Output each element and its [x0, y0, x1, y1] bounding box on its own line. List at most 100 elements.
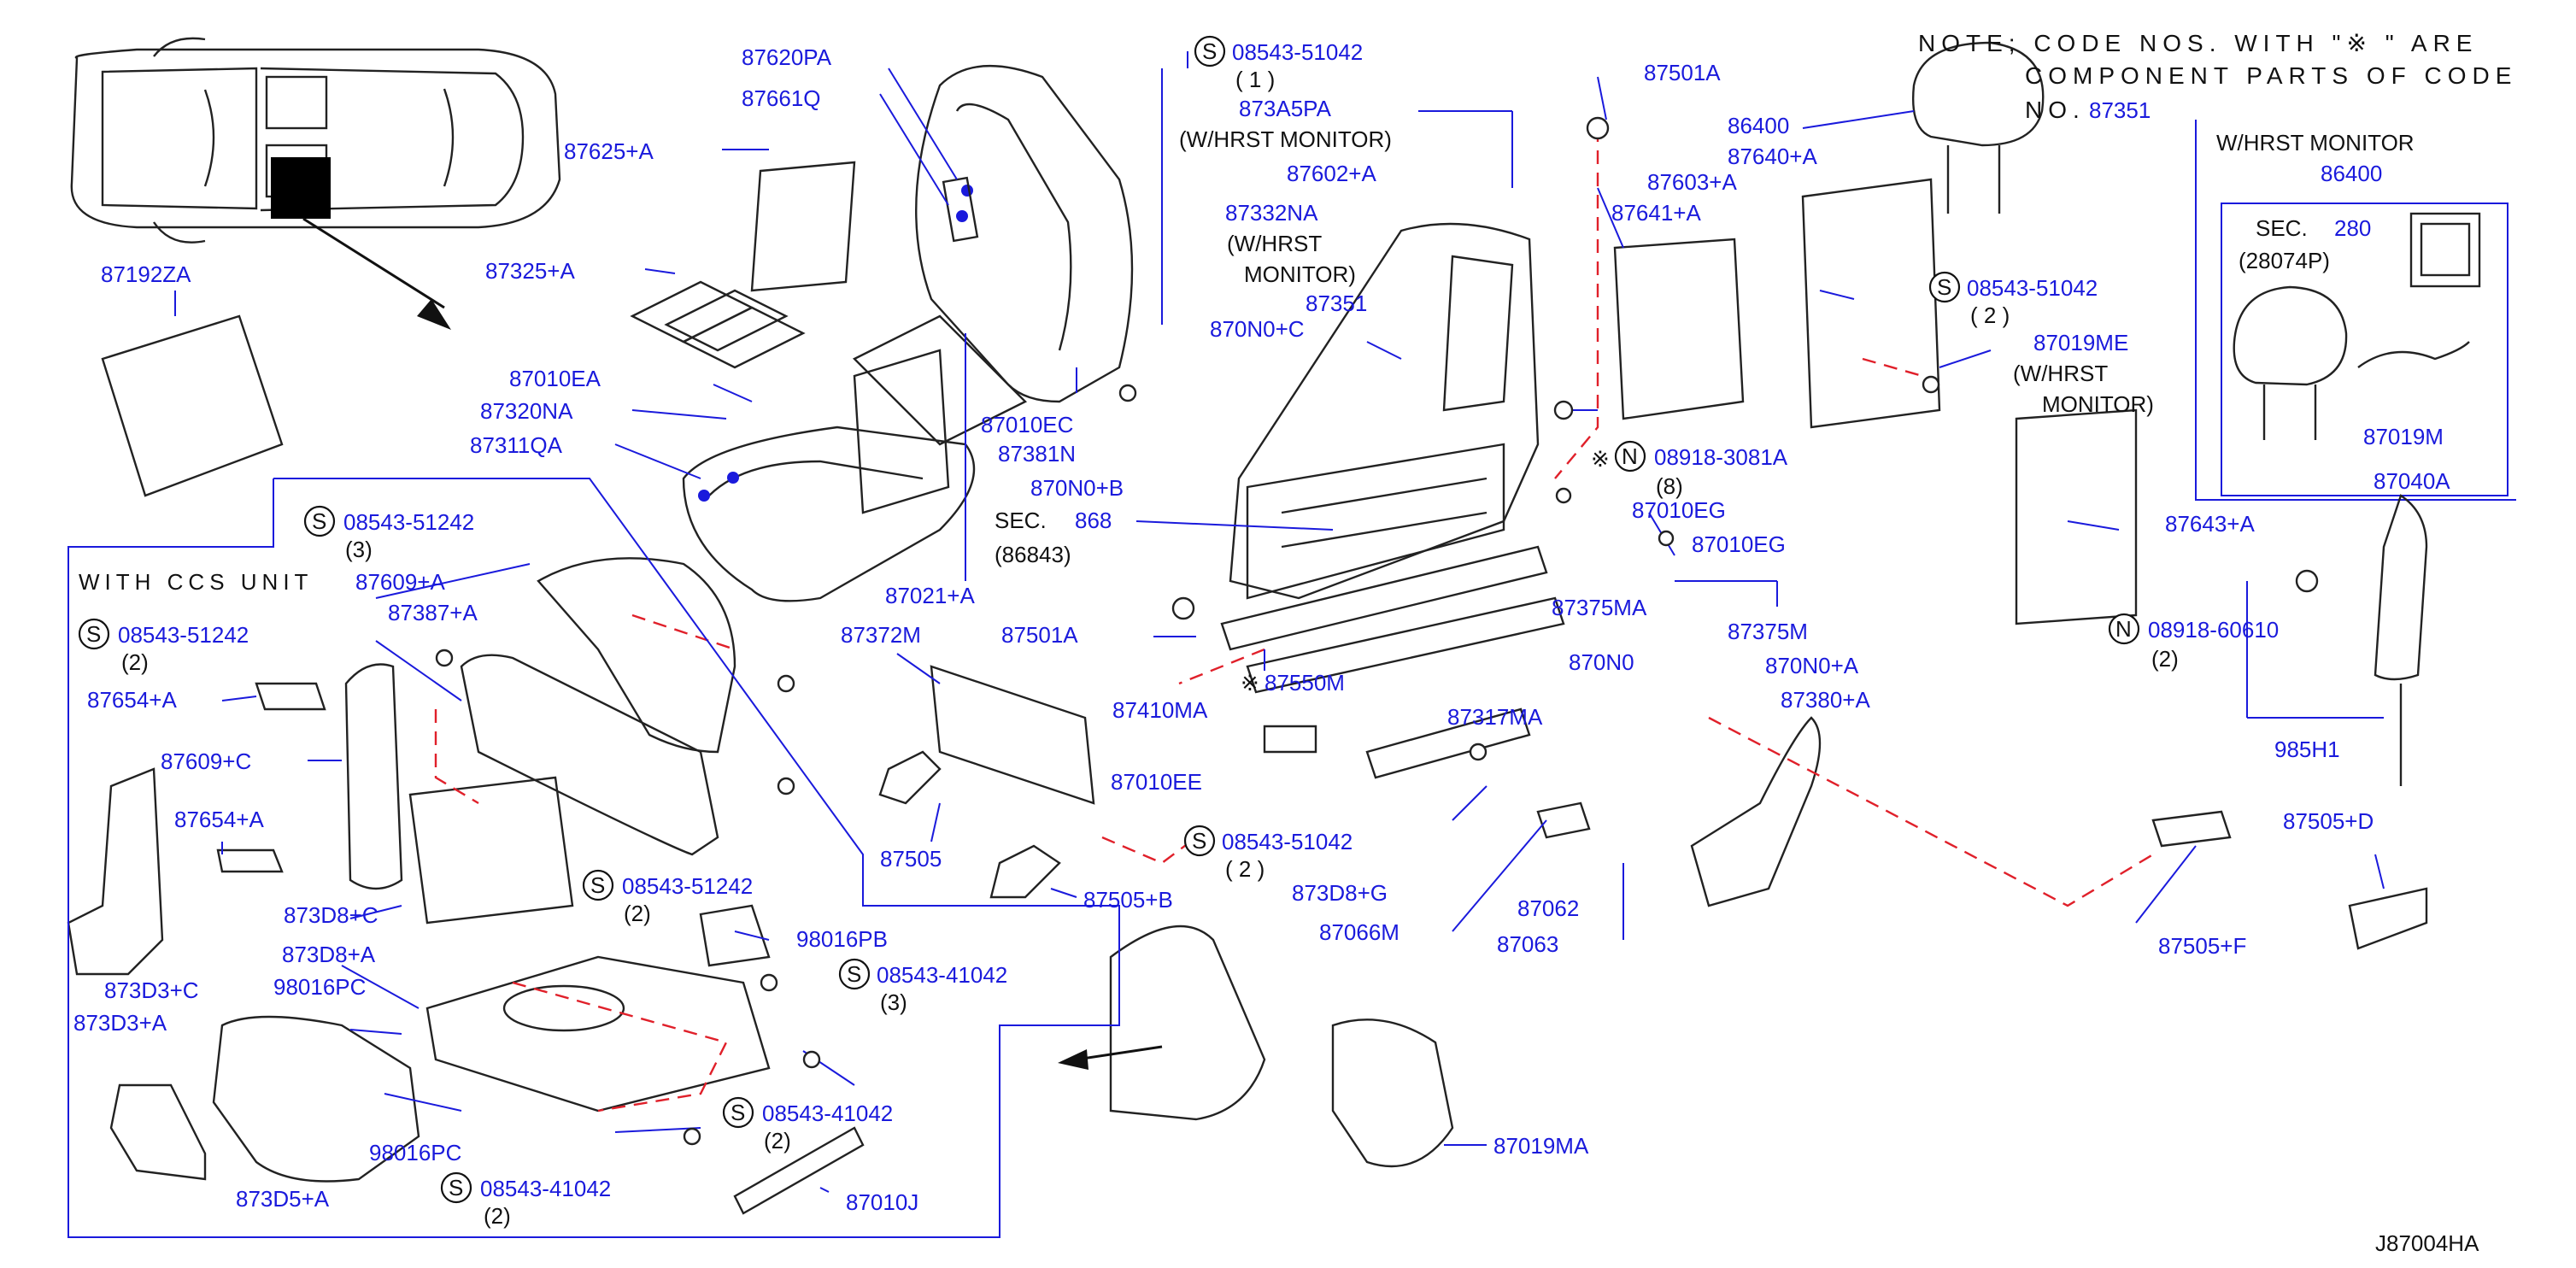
screw-s1[interactable]: S 08543-51042 ( 1 )	[1194, 35, 1363, 92]
part-87505F[interactable]: 87505+F	[2158, 933, 2246, 959]
screw-s4[interactable]: S 08543-51242 (3)	[303, 505, 474, 562]
part-87603A[interactable]: 87603+A	[1647, 169, 1737, 195]
part-873D3C[interactable]: 873D3+C	[104, 977, 199, 1003]
part-87609C[interactable]: 87609+C	[161, 748, 251, 774]
part-86400[interactable]: 86400	[1728, 113, 1789, 138]
sec-label-280: SEC.	[2256, 215, 2308, 241]
part-87620PA[interactable]: 87620PA	[742, 44, 832, 70]
nut-n2[interactable]: N 08918-60610 (2)	[2108, 613, 2279, 672]
part-98016PC-1[interactable]: 98016PC	[273, 974, 366, 1000]
part-87062[interactable]: 87062	[1517, 895, 1579, 921]
part-labels: 87192ZA 87625+A 87325+A 87010EA 87320NA …	[73, 44, 2450, 1215]
s-icon: S	[590, 872, 605, 898]
part-87505[interactable]: 87505	[880, 846, 942, 872]
part-87410MA[interactable]: 87410MA	[1112, 697, 1208, 723]
screw-s2[interactable]: S 08543-51042 ( 2 )	[1928, 271, 2098, 328]
screw-code[interactable]: 08543-51242	[622, 873, 753, 899]
part-87375MA[interactable]: 87375MA	[1552, 595, 1647, 620]
screw-s7[interactable]: S 08543-41042 (3)	[838, 958, 1007, 1015]
screw-s8[interactable]: S 08543-41042 (2)	[722, 1096, 893, 1154]
part-87380A[interactable]: 87380+A	[1781, 687, 1870, 713]
screw-code[interactable]: 08543-51042	[1232, 39, 1363, 65]
nut-n1[interactable]: N 08918-3081A (8)	[1614, 440, 1788, 499]
part-87063[interactable]: 87063	[1497, 931, 1558, 957]
part-87311QA[interactable]: 87311QA	[470, 432, 563, 458]
nut-qty: (2)	[2151, 646, 2179, 672]
monitor-label-2: MONITOR)	[2042, 391, 2154, 417]
part-87505B[interactable]: 87505+B	[1083, 887, 1173, 913]
screw-qty: (2)	[121, 649, 149, 675]
part-87010EG-1[interactable]: 87010EG	[1632, 497, 1726, 523]
part-86400-monitor[interactable]: 86400	[2321, 161, 2382, 186]
screw-s5[interactable]: S 08543-51242 (2)	[78, 618, 249, 675]
screw-code[interactable]: 08543-41042	[480, 1176, 611, 1201]
part-98016PB[interactable]: 98016PB	[796, 926, 888, 952]
part-87192ZA[interactable]: 87192ZA	[101, 261, 191, 287]
part-87640A[interactable]: 87640+A	[1728, 144, 1817, 169]
part-87372M[interactable]: 87372M	[841, 622, 921, 648]
screw-code[interactable]: 08543-51042	[1222, 829, 1353, 854]
part-87010J[interactable]: 87010J	[846, 1189, 918, 1215]
nut-code[interactable]: 08918-3081A	[1654, 444, 1788, 470]
part-870N0A[interactable]: 870N0+A	[1765, 653, 1859, 678]
part-87325A[interactable]: 87325+A	[485, 258, 575, 284]
sec-868-link[interactable]: 868	[1075, 508, 1112, 533]
sec-label-868: SEC.	[995, 508, 1047, 533]
part-87505D[interactable]: 87505+D	[2283, 808, 2374, 834]
part-873D8C[interactable]: 873D8+C	[284, 902, 378, 928]
part-87351[interactable]: 87351	[1306, 291, 1367, 316]
part-87641A[interactable]: 87641+A	[1611, 200, 1701, 226]
part-87010EG-2[interactable]: 87010EG	[1692, 531, 1786, 557]
part-87643A[interactable]: 87643+A	[2165, 511, 2255, 537]
part-87654A-2[interactable]: 87654+A	[174, 807, 264, 832]
s-icon: S	[86, 621, 101, 647]
part-87550M[interactable]: 87550M	[1265, 670, 1345, 696]
part-870N0[interactable]: 870N0	[1569, 649, 1634, 675]
part-87010EC[interactable]: 87010EC	[981, 412, 1073, 437]
direction-arrow	[1058, 1045, 1163, 1070]
part-87381N[interactable]: 87381N	[998, 441, 1076, 467]
star-mark-87550M: ※	[1241, 670, 1259, 696]
screw-s6[interactable]: S 08543-51242 (2)	[582, 869, 753, 926]
part-87661Q[interactable]: 87661Q	[742, 85, 821, 111]
screw-code[interactable]: 08543-41042	[762, 1101, 893, 1126]
part-873D8G[interactable]: 873D8+G	[1292, 880, 1388, 906]
part-873A5PA[interactable]: 873A5PA	[1239, 96, 1332, 121]
part-870N0C[interactable]: 870N0+C	[1210, 316, 1305, 342]
sec-280-link[interactable]: 280	[2334, 215, 2371, 241]
part-87602A[interactable]: 87602+A	[1287, 161, 1376, 186]
part-87332NA[interactable]: 87332NA	[1225, 200, 1318, 226]
part-87019MA[interactable]: 87019MA	[1493, 1133, 1589, 1159]
part-87010EE[interactable]: 87010EE	[1111, 769, 1202, 795]
part-873D5A[interactable]: 873D5+A	[236, 1186, 330, 1212]
part-87654A-1[interactable]: 87654+A	[87, 687, 177, 713]
screw-code[interactable]: 08543-51242	[118, 622, 249, 648]
part-87375M[interactable]: 87375M	[1728, 619, 1808, 644]
part-873D8A[interactable]: 873D8+A	[282, 942, 376, 967]
part-87625A[interactable]: 87625+A	[564, 138, 654, 164]
part-87317MA[interactable]: 87317MA	[1447, 704, 1543, 730]
part-87019M[interactable]: 87019M	[2363, 424, 2444, 449]
part-87501A-top[interactable]: 87501A	[1644, 60, 1721, 85]
part-87040A[interactable]: 87040A	[2374, 468, 2450, 494]
part-87010EA[interactable]: 87010EA	[509, 366, 601, 391]
screw-s9[interactable]: S 08543-41042 (2)	[440, 1171, 611, 1229]
part-873D3A[interactable]: 873D3+A	[73, 1010, 167, 1036]
note-ref-87351[interactable]: 87351	[2089, 97, 2151, 123]
seat-cushion-and-back-trim	[682, 64, 1134, 602]
part-98016PC-2[interactable]: 98016PC	[369, 1140, 461, 1165]
part-87066M[interactable]: 87066M	[1319, 919, 1399, 945]
screw-code[interactable]: 08543-51242	[343, 509, 474, 535]
part-87609A[interactable]: 87609+A	[355, 569, 445, 595]
screw-code[interactable]: 08543-41042	[877, 962, 1007, 988]
nut-code[interactable]: 08918-60610	[2148, 617, 2279, 643]
part-87387A[interactable]: 87387+A	[388, 600, 478, 625]
part-870N0B[interactable]: 870N0+B	[1030, 475, 1124, 501]
part-87501A-mid[interactable]: 87501A	[1001, 622, 1078, 648]
part-985H1[interactable]: 985H1	[2274, 737, 2340, 762]
screw-code[interactable]: 08543-51042	[1967, 275, 2098, 301]
screw-s3[interactable]: S 08543-51042 ( 2 )	[1183, 825, 1353, 882]
part-87320NA[interactable]: 87320NA	[480, 398, 573, 424]
part-87019ME[interactable]: 87019ME	[2033, 330, 2128, 355]
part-87021A[interactable]: 87021+A	[885, 583, 975, 608]
